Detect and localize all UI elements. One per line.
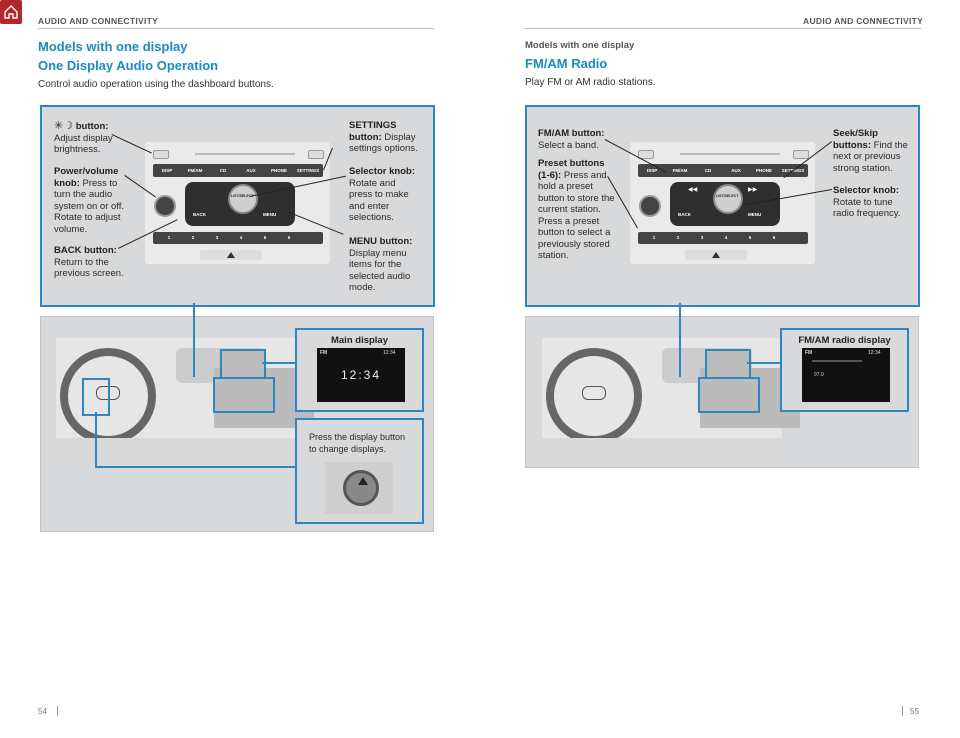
seek-forward-icon[interactable]: ▶▶ xyxy=(748,187,758,193)
left-intro: Control audio operation using the dashbo… xyxy=(38,79,274,90)
power-callout: Power/volume knob: Press to turn the aud… xyxy=(54,166,125,235)
main-display-box: Main display FM 12:34 12:34 xyxy=(295,328,424,412)
hazard-button[interactable] xyxy=(200,250,262,260)
brightness-callout: ✳☽ button: Adjust display brightness. xyxy=(54,120,113,155)
screen-clock: 12:34 xyxy=(383,350,396,356)
back-button[interactable]: BACK xyxy=(193,212,206,217)
radio-screen-clock: 12:34 xyxy=(868,350,881,356)
screen-big-time: 12:34 xyxy=(340,368,382,382)
hazard-button-r[interactable] xyxy=(685,250,747,260)
phone-button-r[interactable]: PHONE xyxy=(755,168,772,173)
main-display-screen: FM 12:34 12:34 xyxy=(317,348,405,402)
radio-screen-band: FM xyxy=(805,350,813,356)
knob-label: LIST/SELECT xyxy=(231,194,254,198)
fmam-button-r[interactable]: FM/AM xyxy=(672,168,688,173)
press-display-text: Press the display button to change displ… xyxy=(309,432,406,454)
preset-4-r[interactable]: 4 xyxy=(724,235,728,240)
fmam-callout: FM/AM button:Select a band. xyxy=(538,128,605,151)
left-title-models: Models with one display xyxy=(38,39,188,54)
radio-display-box: FM/AM radio display FM 12:34 97.9 xyxy=(780,328,909,412)
page-number-left: 54 xyxy=(38,707,47,716)
page-number-right: 55 xyxy=(910,707,919,716)
aux-button[interactable]: AUX xyxy=(246,168,256,173)
preset-3[interactable]: 3 xyxy=(215,235,219,240)
preset-6[interactable]: 6 xyxy=(287,235,291,240)
preset-5[interactable]: 5 xyxy=(263,235,267,240)
radio-display-screen: FM 12:34 97.9 xyxy=(802,348,890,402)
right-title-fmam: FM/AM Radio xyxy=(525,56,608,71)
header-rule-right xyxy=(525,28,921,29)
back-callout: BACK button: Return to the previous scre… xyxy=(54,245,124,279)
selector-knob[interactable] xyxy=(228,184,258,214)
preset-callout: Preset buttons (1-6): Press and hold a p… xyxy=(538,158,615,261)
cd-button-r[interactable]: CD xyxy=(704,168,712,173)
audio-unit-left: DISP FM/AM CD AUX PHONE SETTINGS LIST/SE… xyxy=(145,142,330,264)
menu-button[interactable]: MENU xyxy=(263,212,277,217)
disp-button-r[interactable]: DISP xyxy=(646,168,658,173)
settings-button[interactable]: SETTINGS xyxy=(296,168,320,173)
header-rule-left xyxy=(38,28,434,29)
selector-callout-right: Selector knob: Rotate to tune radio freq… xyxy=(833,185,901,219)
preset-2[interactable]: 2 xyxy=(191,235,195,240)
audio-unit-right: DISP FM/AM CD AUX PHONE SETTINGS LIST/SE… xyxy=(630,142,815,264)
left-title-operation: One Display Audio Operation xyxy=(38,58,219,73)
seek-callout: Seek/Skip buttons: Find the next or prev… xyxy=(833,128,908,174)
radio-display-label: FM/AM radio display xyxy=(798,335,891,346)
preset-1[interactable]: 1 xyxy=(167,235,171,240)
power-volume-knob[interactable] xyxy=(154,195,176,217)
display-button-photo xyxy=(325,462,393,514)
preset-3-r[interactable]: 3 xyxy=(700,235,704,240)
section-header-right: AUDIO AND CONNECTIVITY xyxy=(803,16,924,26)
preset-4[interactable]: 4 xyxy=(239,235,243,240)
right-title-models: Models with one display xyxy=(525,40,635,51)
disp-button[interactable]: DISP xyxy=(161,168,173,173)
preset-1-r[interactable]: 1 xyxy=(652,235,656,240)
menu-button-r[interactable]: MENU xyxy=(748,212,762,217)
aux-button-r[interactable]: AUX xyxy=(731,168,741,173)
phone-button[interactable]: PHONE xyxy=(270,168,287,173)
preset-5-r[interactable]: 5 xyxy=(748,235,752,240)
settings-callout: SETTINGS button: Display settings option… xyxy=(349,120,418,154)
radio-screen-frequency: 97.9 xyxy=(814,372,824,378)
section-header-left: AUDIO AND CONNECTIVITY xyxy=(38,16,159,26)
cd-button[interactable]: CD xyxy=(219,168,227,173)
preset-2-r[interactable]: 2 xyxy=(676,235,680,240)
power-volume-knob-r[interactable] xyxy=(639,195,661,217)
right-intro: Play FM or AM radio stations. xyxy=(525,77,656,88)
menu-callout: MENU button:Display menu items for the s… xyxy=(349,236,413,293)
fmam-button[interactable]: FM/AM xyxy=(187,168,203,173)
screen-band: FM xyxy=(320,350,328,356)
seek-back-icon[interactable]: ◀◀ xyxy=(688,187,698,193)
selector-knob-r[interactable] xyxy=(713,184,743,214)
home-icon[interactable] xyxy=(0,0,22,24)
display-button-box: Press the display button to change displ… xyxy=(295,418,424,524)
selector-callout-left: Selector knob:Rotate and press to make a… xyxy=(349,166,415,223)
main-display-label: Main display xyxy=(330,335,388,346)
preset-6-r[interactable]: 6 xyxy=(772,235,776,240)
brightness-icon: ✳☽ xyxy=(54,120,74,132)
back-button-r[interactable]: BACK xyxy=(678,212,691,217)
knob-label-r: LIST/SELECT xyxy=(716,194,739,198)
